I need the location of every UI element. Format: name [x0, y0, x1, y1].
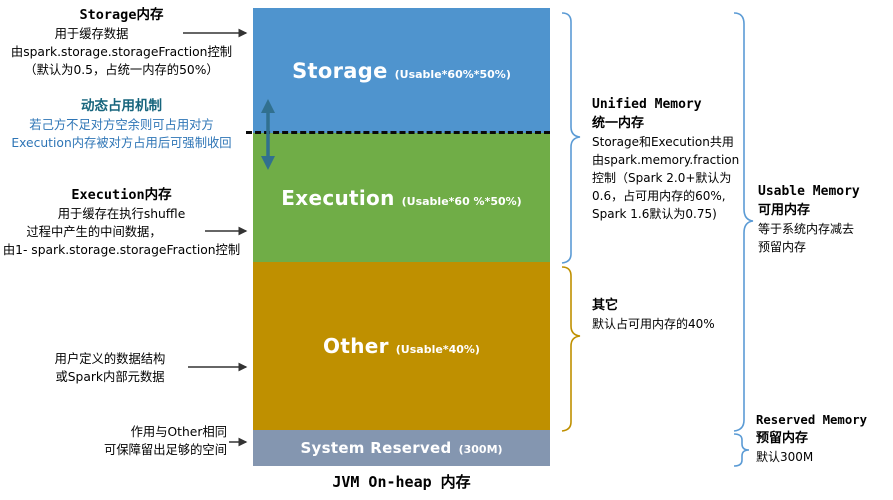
- segment-other: Other (Usable*40%): [253, 262, 550, 430]
- segment-storage-note: (Usable*60%*50%): [394, 67, 511, 81]
- other-right-annotation: 其它 默认占可用内存的40%: [592, 296, 744, 333]
- other-brace: [561, 266, 581, 432]
- reserved-memory-line: 默认300M: [756, 450, 814, 464]
- unified-memory-line: 0.6，占可用内存的60%,: [592, 189, 726, 203]
- unified-memory-line: 控制（Spark 2.0+默认为: [592, 171, 732, 185]
- storage-annotation-line: （默认为0.5，占统一内存的50%）: [24, 63, 219, 77]
- usable-memory-heading-en: Usable Memory: [758, 184, 860, 199]
- storage-annotation-heading: Storage内存: [79, 7, 164, 23]
- system-reserved-annotation-line: 作用与Other相同: [130, 425, 227, 439]
- reserved-memory-brace: [733, 433, 750, 467]
- other-annotation-line: 或Spark内部元数据: [55, 370, 165, 384]
- segment-system-reserved-label: System Reserved: [300, 439, 452, 457]
- execution-annotation: Execution内存 用于缓存在执行shuffle 过程中产生的中间数据， 由…: [0, 186, 243, 259]
- usable-memory-heading-zh: 可用内存: [758, 203, 811, 218]
- reserved-memory-annotation: Reserved Memory 预留内存 默认300M: [756, 411, 892, 466]
- segment-system-reserved-note: (300M): [458, 443, 503, 456]
- execution-annotation-line: 用于缓存在执行shuffle: [57, 207, 186, 221]
- execution-annotation-heading: Execution内存: [71, 187, 172, 203]
- segment-execution-note: (Usable*60 %*50%): [401, 194, 522, 208]
- unified-memory-line: Spark 1.6默认为0.75): [592, 207, 717, 221]
- segment-execution-label: Execution: [281, 185, 395, 210]
- system-reserved-annotation: 作用与Other相同 可保障留出足够的空间: [0, 423, 227, 459]
- other-annotation: 用户定义的数据结构 或Spark内部元数据: [10, 350, 210, 386]
- dynamic-boundary-dashed-line: [246, 131, 550, 134]
- unified-memory-heading-en: Unified Memory: [592, 97, 702, 112]
- unified-memory-line: Storage和Execution共用: [592, 135, 734, 149]
- other-annotation-line: 用户定义的数据结构: [54, 352, 166, 366]
- dynamic-occupation-line: Execution内存被对方占用后可强制收回: [11, 136, 232, 150]
- diagram-caption: JVM On-heap 内存: [332, 473, 471, 491]
- segment-storage: Storage (Usable*60%*50%): [253, 8, 550, 133]
- dynamic-occupation-line: 若己方不足对方空余则可占用对方: [29, 118, 214, 132]
- dynamic-occupation-heading: 动态占用机制: [81, 98, 162, 114]
- dynamic-occupation-annotation: 动态占用机制 若己方不足对方空余则可占用对方 Execution内存被对方占用后…: [0, 97, 243, 152]
- unified-memory-annotation: Unified Memory 统一内存 Storage和Execution共用 …: [592, 96, 744, 223]
- other-right-line: 默认占可用内存的40%: [592, 317, 715, 331]
- execution-annotation-line: 由1- spark.storage.storageFraction控制: [2, 243, 241, 257]
- segment-other-note: (Usable*40%): [395, 343, 480, 356]
- segment-other-label: Other: [323, 334, 389, 358]
- execution-annotation-line: 过程中产生的中间数据，: [26, 225, 162, 239]
- usable-memory-annotation: Usable Memory 可用内存 等于系统内存减去 预留内存: [758, 183, 890, 256]
- system-reserved-annotation-line: 可保障留出足够的空间: [104, 443, 227, 457]
- segment-system-reserved: System Reserved (300M): [253, 430, 550, 466]
- usable-memory-line: 预留内存: [758, 240, 807, 254]
- memory-bar: Storage (Usable*60%*50%) Execution (Usab…: [253, 8, 550, 466]
- storage-annotation-line: 用于缓存数据: [54, 27, 129, 41]
- reserved-memory-heading-zh: 预留内存: [756, 431, 809, 446]
- unified-memory-heading-zh: 统一内存: [592, 116, 645, 131]
- storage-annotation-line: 由spark.storage.storageFraction控制: [10, 45, 233, 59]
- unified-memory-line: 由spark.memory.fraction: [592, 153, 740, 167]
- storage-annotation: Storage内存 用于缓存数据 由spark.storage.storageF…: [0, 6, 243, 79]
- other-right-heading: 其它: [592, 298, 619, 313]
- unified-memory-brace: [561, 12, 581, 264]
- usable-memory-line: 等于系统内存减去: [758, 222, 855, 236]
- reserved-memory-heading-en: Reserved Memory: [756, 413, 868, 427]
- segment-storage-label: Storage: [292, 58, 388, 83]
- segment-execution: Execution (Usable*60 %*50%): [253, 133, 550, 262]
